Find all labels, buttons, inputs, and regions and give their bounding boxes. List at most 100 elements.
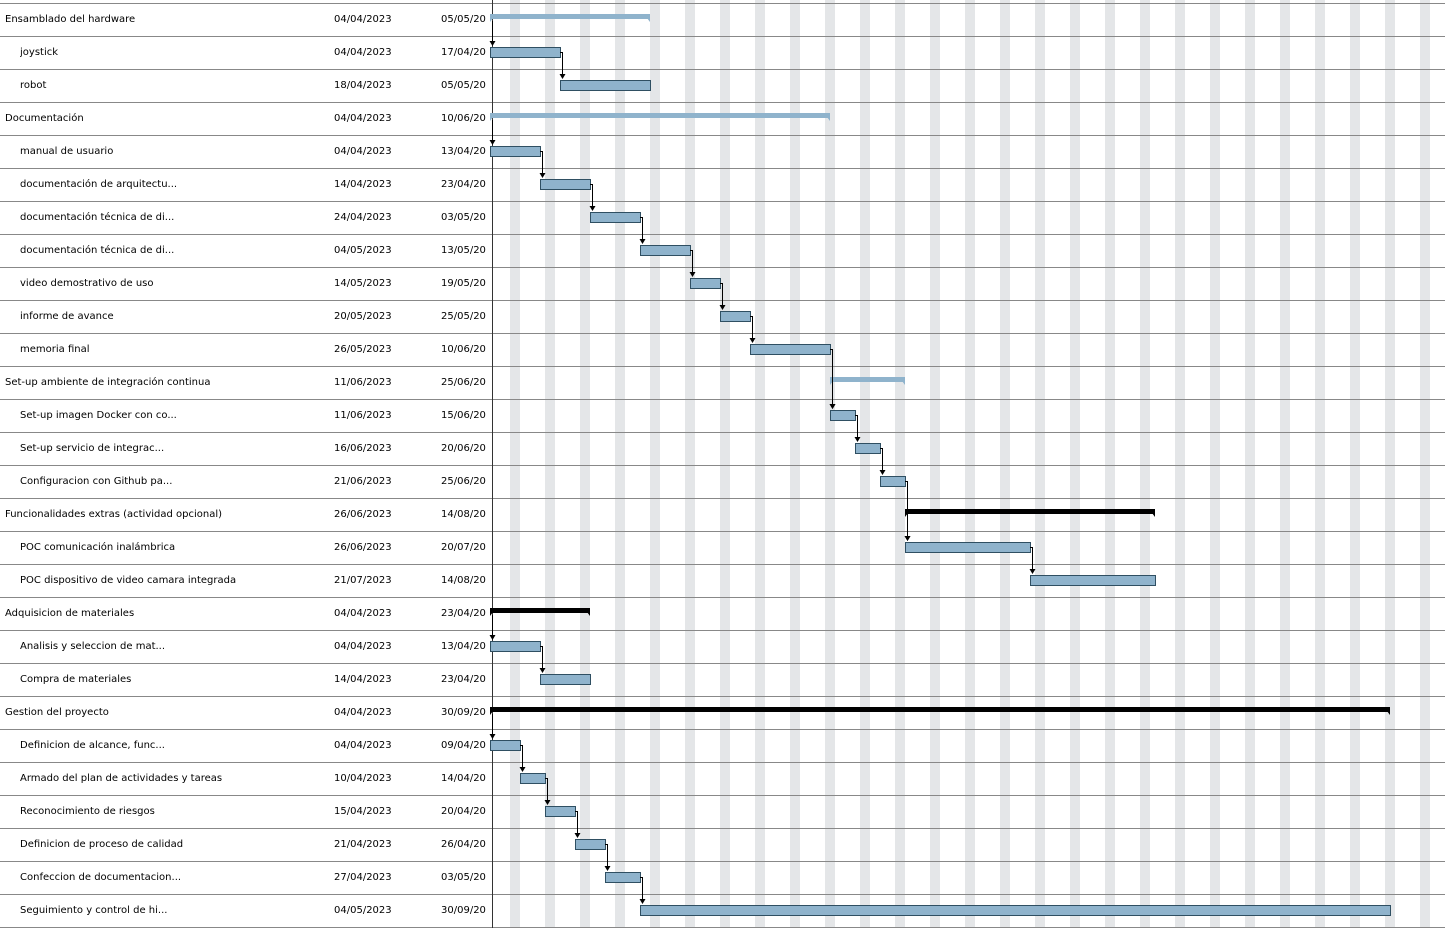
dependency-line (880, 448, 883, 471)
task-name: Definicion de alcance, func... (20, 740, 165, 751)
weekend-stripe (550, 0, 555, 928)
summary-bar-end-cap (584, 608, 590, 616)
task-end-date: 23/04/20 (441, 179, 486, 190)
dependency-arrow (829, 404, 836, 409)
task-bar (490, 47, 561, 58)
weekend-stripe (650, 0, 655, 928)
dependency-line (520, 745, 523, 768)
weekend-stripe (1315, 0, 1320, 928)
summary-bar (830, 377, 905, 382)
task-name: joystick (20, 47, 59, 58)
task-end-date: 05/05/20 (441, 80, 486, 91)
weekend-stripe (825, 0, 830, 928)
task-end-date: 25/05/20 (441, 311, 486, 322)
task-bar (855, 443, 881, 454)
weekend-stripe (1175, 0, 1180, 928)
weekend-stripe (965, 0, 970, 928)
summary-task-row[interactable]: Funcionalidades extras (actividad opcion… (0, 498, 490, 531)
task-bar (905, 542, 1031, 553)
task-start-date: 04/04/2023 (334, 47, 392, 58)
task-row[interactable]: documentación técnica de di...04/05/2023… (0, 234, 490, 267)
dependency-line (1030, 547, 1033, 570)
dependency-arrow (854, 437, 861, 442)
task-row[interactable]: documentación técnica de di...24/04/2023… (0, 201, 490, 234)
weekend-stripe (1070, 0, 1075, 928)
task-end-date: 30/09/20 (441, 707, 486, 718)
task-end-date: 13/04/20 (441, 146, 486, 157)
task-bar (520, 773, 546, 784)
weekend-stripe (1280, 0, 1285, 928)
weekend-stripe (1420, 0, 1425, 928)
task-bar (540, 674, 591, 685)
summary-task-row[interactable]: Set-up ambiente de integración continua 1… (0, 366, 490, 399)
weekend-stripe (935, 0, 940, 928)
dependency-line (690, 250, 693, 273)
task-bar (590, 212, 641, 223)
task-end-date: 20/06/20 (441, 443, 486, 454)
dependency-line (540, 151, 543, 174)
task-end-date: 20/07/20 (441, 542, 486, 553)
summary-bar-end-cap (644, 14, 650, 22)
weekend-stripe (1040, 0, 1045, 928)
task-row[interactable]: POC dispositivo de video camara integrad… (0, 564, 490, 597)
task-name: Reconocimiento de riesgos (20, 806, 155, 817)
summary-bar-start-cap (490, 113, 496, 121)
task-end-date: 10/06/20 (441, 344, 486, 355)
task-start-date: 16/06/2023 (334, 443, 392, 454)
task-name: manual de usuario (20, 146, 114, 157)
dependency-line (750, 316, 753, 339)
task-row[interactable]: Set-up servicio de integrac... 16/06/2023… (0, 432, 490, 465)
weekend-stripe (860, 0, 865, 928)
dependency-arrow (1029, 569, 1036, 574)
task-bar (490, 146, 541, 157)
task-end-date: 14/08/20 (441, 575, 486, 586)
task-start-date: 10/04/2023 (334, 773, 392, 784)
task-row[interactable]: Seguimiento y control de hi...04/05/2023… (0, 894, 490, 927)
task-start-date: 04/04/2023 (334, 146, 392, 157)
dependency-arrow (519, 767, 526, 772)
weekend-stripe (1285, 0, 1290, 928)
weekend-stripe (900, 0, 905, 928)
task-name: video demostrativo de uso (20, 278, 154, 289)
task-name: Analisis y seleccion de mat... (20, 641, 166, 652)
task-name: Set-up servicio de integrac... (20, 443, 165, 454)
task-start-date: 26/06/2023 (334, 542, 392, 553)
task-row[interactable]: Set-up imagen Docker con co...11/06/2023… (0, 399, 490, 432)
task-end-date: 03/05/20 (441, 212, 486, 223)
task-bar (490, 641, 541, 652)
weekend-stripe (690, 0, 695, 928)
dependency-line (560, 52, 563, 75)
task-row[interactable]: Confeccion de documentacion...27/04/2023… (0, 861, 490, 894)
task-row[interactable]: Analisis y seleccion de mat...04/04/2023… (0, 630, 490, 663)
task-end-date: 25/06/20 (441, 476, 486, 487)
task-name: Configuracion con Github pa... (20, 476, 173, 487)
task-name: documentación técnica de di... (20, 212, 175, 223)
task-row[interactable]: manual de usuario 04/04/2023 13/04/20 (0, 135, 490, 168)
task-name: Set-up ambiente de integración continua (5, 377, 211, 388)
task-start-date: 11/06/2023 (334, 377, 392, 388)
task-row[interactable]: documentación de arquitectu...14/04/2023… (0, 168, 490, 201)
task-row[interactable]: Configuracion con Github pa...21/06/2023… (0, 465, 490, 498)
weekend-stripe (685, 0, 690, 928)
task-row[interactable]: Definicion de alcance, func...04/04/2023… (0, 729, 490, 762)
task-bar (720, 311, 751, 322)
weekend-stripe (1110, 0, 1115, 928)
task-bar (605, 872, 641, 883)
dependency-line (855, 415, 858, 438)
task-start-date: 21/04/2023 (334, 839, 392, 850)
summary-bar-start-cap (490, 707, 496, 715)
